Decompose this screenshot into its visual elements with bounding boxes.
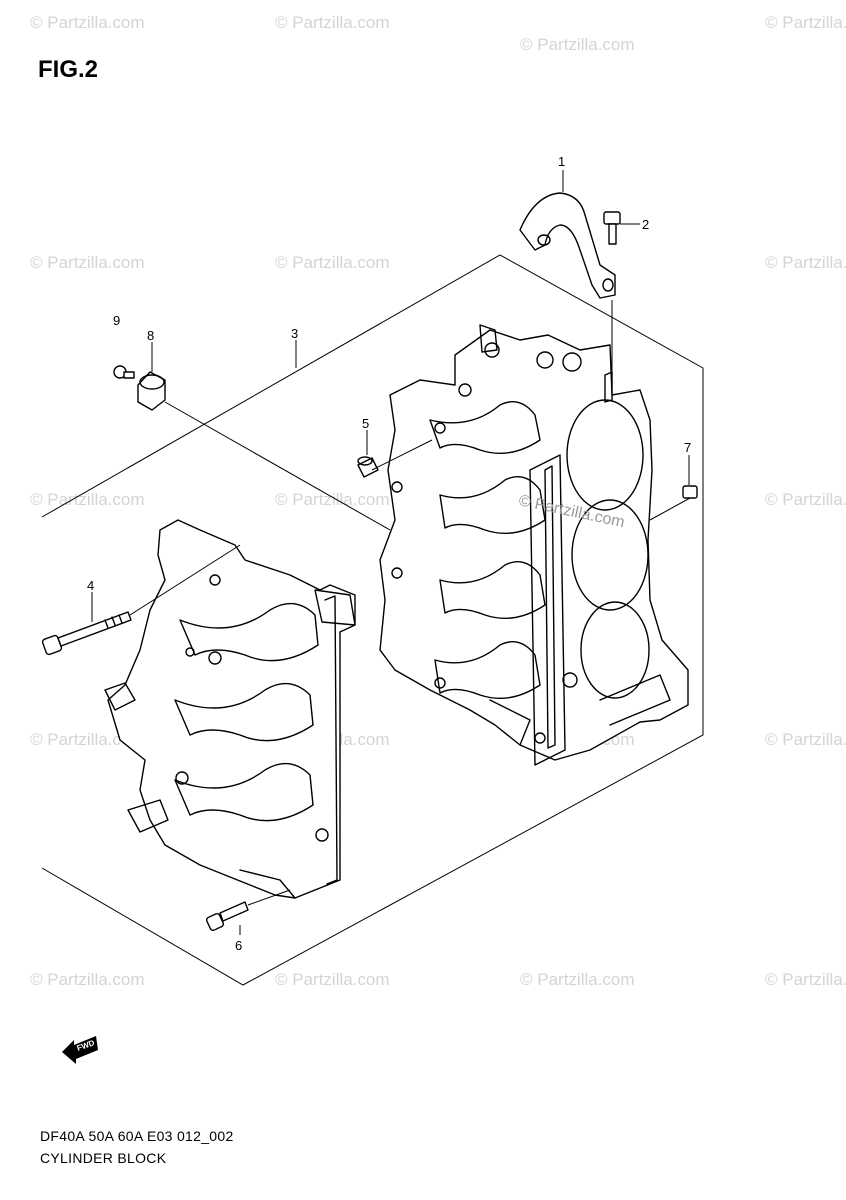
watermark: © Partzilla.com	[765, 253, 846, 272]
lifting-bracket	[519, 192, 616, 299]
callout-labels: 1 2 3 4 5 6 7 8 9	[87, 154, 691, 953]
callout-7: 7	[684, 440, 691, 455]
watermark: © Partzilla.com	[765, 13, 846, 32]
callout-1: 1	[558, 154, 565, 169]
watermark: © Partzilla.com	[765, 730, 846, 749]
crankcase-left-half	[104, 519, 356, 899]
watermark: © Partzilla.com	[520, 970, 635, 989]
cylinder-block-right-half	[379, 324, 689, 766]
watermark: © Partzilla.com	[30, 13, 145, 32]
callout-8: 8	[147, 328, 154, 343]
figure-code: DF40A 50A 60A E03 012_002	[40, 1128, 234, 1144]
assembly-frame	[41, 254, 704, 986]
short-bolt	[205, 901, 249, 932]
callout-9: 9	[113, 313, 120, 328]
dowel-pin	[357, 456, 379, 478]
callout-4: 4	[87, 578, 94, 593]
callout-3: 3	[291, 326, 298, 341]
grommet	[137, 371, 166, 411]
watermark: © Partzilla.com	[30, 970, 145, 989]
watermark: © Partzilla.com	[275, 13, 390, 32]
drain-plug	[682, 485, 698, 499]
figure-name: CYLINDER BLOCK	[40, 1150, 167, 1166]
watermark: © Partzilla.com	[765, 970, 846, 989]
watermark: © Partzilla.com	[30, 253, 145, 272]
callout-2: 2	[642, 217, 649, 232]
watermark: © Partzilla.com	[30, 490, 145, 509]
watermark-layer: © Partzilla.com © Partzilla.com © Partzi…	[30, 13, 846, 989]
bracket-bolt	[603, 211, 621, 245]
small-screw	[113, 365, 135, 379]
leader-lines	[91, 170, 691, 935]
figure-title: FIG.2	[38, 56, 99, 83]
crankcase-bolt	[41, 611, 132, 656]
fwd-arrow-icon: FWD	[62, 1036, 98, 1064]
watermark: © Partzilla.com	[765, 490, 846, 509]
watermark: © Partzilla.com	[275, 490, 390, 509]
watermark: © Partzilla.com	[275, 970, 390, 989]
watermark: © Partzilla.com	[520, 35, 635, 54]
watermark: © Partzilla.com	[275, 253, 390, 272]
callout-5: 5	[362, 416, 369, 431]
watermark: © Partzilla.com	[30, 730, 145, 749]
callout-6: 6	[235, 938, 242, 953]
